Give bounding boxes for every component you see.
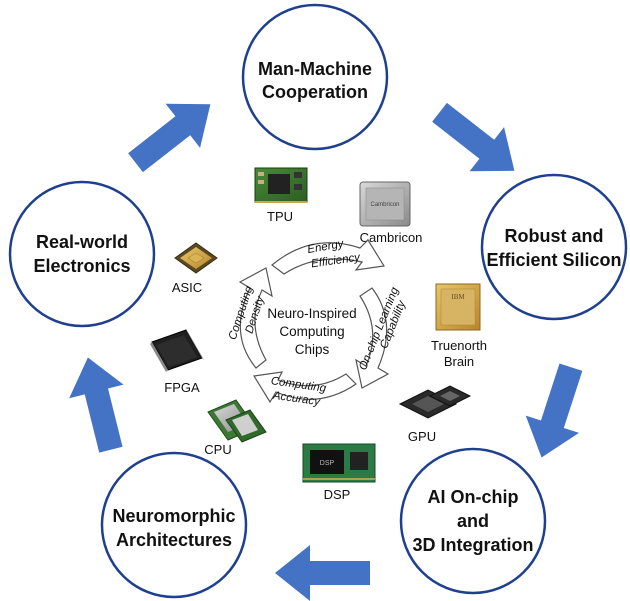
circle-robust-silicon: Robust and Efficient Silicon bbox=[480, 173, 628, 321]
asic-label: ASIC bbox=[172, 280, 202, 295]
circle-man-machine-line1: Man-Machine bbox=[258, 59, 372, 79]
center-title-line1: Neuro-Inspired bbox=[267, 306, 356, 321]
fpga-chip-icon bbox=[150, 329, 204, 372]
arrow-right-to-bottom-right bbox=[525, 363, 583, 458]
center-cycle bbox=[238, 239, 390, 404]
circle-real-world-line1: Real-world bbox=[36, 232, 128, 252]
arrow-bottom-left-to-left bbox=[69, 357, 124, 453]
cambricon-label: Cambricon bbox=[360, 230, 423, 245]
cpu-label: CPU bbox=[204, 442, 231, 457]
truenorth-chip-print: IBM bbox=[451, 293, 465, 301]
dsp-chip-icon: DSP bbox=[302, 443, 376, 483]
cambricon-chip-print: Cambricon bbox=[370, 202, 399, 208]
center-title-line2: Computing bbox=[279, 324, 344, 339]
circle-real-world: Real-world Electronics bbox=[8, 180, 156, 328]
circle-man-machine-line2: Cooperation bbox=[262, 82, 368, 102]
arrow-bottom-right-to-bottom-left bbox=[275, 545, 370, 601]
asic-chip-icon bbox=[174, 242, 218, 274]
fpga-label: FPGA bbox=[164, 380, 200, 395]
truenorth-label-line1: Truenorth bbox=[431, 338, 487, 353]
arrow-top-to-right bbox=[432, 102, 515, 172]
circle-ai-onchip-line1: AI On-chip bbox=[428, 487, 519, 507]
circle-neuromorphic-line2: Architectures bbox=[116, 530, 232, 550]
gpu-label: GPU bbox=[408, 429, 436, 444]
circle-ai-onchip-line2: and bbox=[457, 511, 489, 531]
circle-robust-silicon-line1: Robust and bbox=[505, 226, 604, 246]
cpu-chip-icon bbox=[207, 399, 267, 443]
circle-real-world-line2: Electronics bbox=[33, 256, 130, 276]
arrow-left-to-top bbox=[128, 103, 211, 173]
truenorth-chip-icon: IBM bbox=[435, 283, 481, 331]
circle-neuromorphic-line1: Neuromorphic bbox=[112, 506, 235, 526]
circle-ai-onchip: AI On-chip and 3D Integration bbox=[399, 447, 547, 595]
circle-robust-silicon-line2: Efficient Silicon bbox=[486, 250, 621, 270]
cambricon-chip-icon: Cambricon bbox=[359, 181, 411, 227]
circle-neuromorphic: Neuromorphic Architectures bbox=[100, 451, 248, 599]
tpu-chip-icon bbox=[254, 167, 308, 203]
circle-ai-onchip-line3: 3D Integration bbox=[412, 535, 533, 555]
circle-man-machine: Man-Machine Cooperation bbox=[241, 3, 389, 151]
dsp-chip-print: DSP bbox=[320, 460, 335, 467]
center-title-line3: Chips bbox=[295, 342, 330, 357]
gpu-chip-icon bbox=[398, 385, 472, 419]
truenorth-label-line2: Brain bbox=[444, 354, 474, 369]
tpu-label: TPU bbox=[267, 209, 293, 224]
dsp-label: DSP bbox=[324, 487, 351, 502]
